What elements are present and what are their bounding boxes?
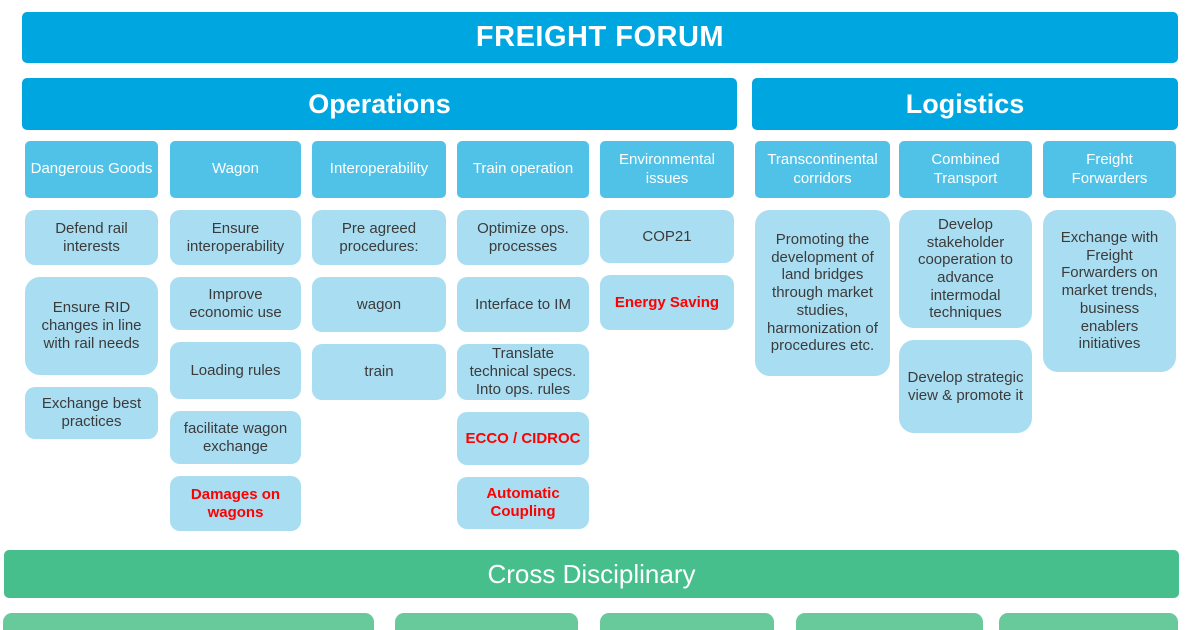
- topic-box: Interface to IM: [457, 277, 589, 332]
- column-header: Environmental issues: [600, 141, 734, 198]
- topic-box: Exchange best practices: [25, 387, 158, 439]
- topic-box: Translate technical specs. Into ops. rul…: [457, 344, 589, 400]
- freight-forum-banner: FREIGHT FORUM: [22, 12, 1178, 63]
- topic-box: Ensure interoperability: [170, 210, 301, 265]
- topic-box: Develop stakeholder cooperation to advan…: [899, 210, 1032, 328]
- cross-disciplinary-label: Cross Disciplinary: [487, 558, 696, 589]
- topic-box: ECCO / CIDROC: [457, 412, 589, 465]
- operations-banner: Operations: [22, 78, 737, 130]
- topic-box: train: [312, 344, 446, 400]
- cross-disciplinary-banner: Cross Disciplinary: [4, 550, 1179, 598]
- topic-box: Energy Saving: [600, 275, 734, 330]
- cross-disciplinary-box: [999, 613, 1178, 630]
- topic-box: Defend rail interests: [25, 210, 158, 265]
- topic-box: Pre agreed procedures:: [312, 210, 446, 265]
- topic-box: Ensure RID changes in line with rail nee…: [25, 277, 158, 375]
- topic-box: Develop strategic view & promote it: [899, 340, 1032, 433]
- column-header: Transcontinental corridors: [755, 141, 890, 198]
- topic-box: Promoting the development of land bridge…: [755, 210, 890, 376]
- topic-box: COP21: [600, 210, 734, 263]
- topic-box: wagon: [312, 277, 446, 332]
- cross-disciplinary-box: [3, 613, 374, 630]
- column-header: Interoperability: [312, 141, 446, 198]
- logistics-label: Logistics: [905, 88, 1025, 119]
- cross-disciplinary-box: [600, 613, 774, 630]
- column-header: Wagon: [170, 141, 301, 198]
- topic-box: Automatic Coupling: [457, 477, 589, 529]
- topic-box: facilitate wagon exchange: [170, 411, 301, 464]
- column-header: Freight Forwarders: [1043, 141, 1176, 198]
- cross-disciplinary-box: [395, 613, 578, 630]
- operations-label: Operations: [308, 88, 451, 119]
- topic-box: Improve economic use: [170, 277, 301, 330]
- page-title: FREIGHT FORUM: [475, 21, 725, 53]
- topic-box: Exchange with Freight Forwarders on mark…: [1043, 210, 1176, 372]
- cross-disciplinary-box: [796, 613, 983, 630]
- column-header: Combined Transport: [899, 141, 1032, 198]
- topic-box: Loading rules: [170, 342, 301, 399]
- logistics-banner: Logistics: [752, 78, 1178, 130]
- column-header: Train operation: [457, 141, 589, 198]
- topic-box: Damages on wagons: [170, 476, 301, 531]
- column-header: Dangerous Goods: [25, 141, 158, 198]
- topic-box: Optimize ops. processes: [457, 210, 589, 265]
